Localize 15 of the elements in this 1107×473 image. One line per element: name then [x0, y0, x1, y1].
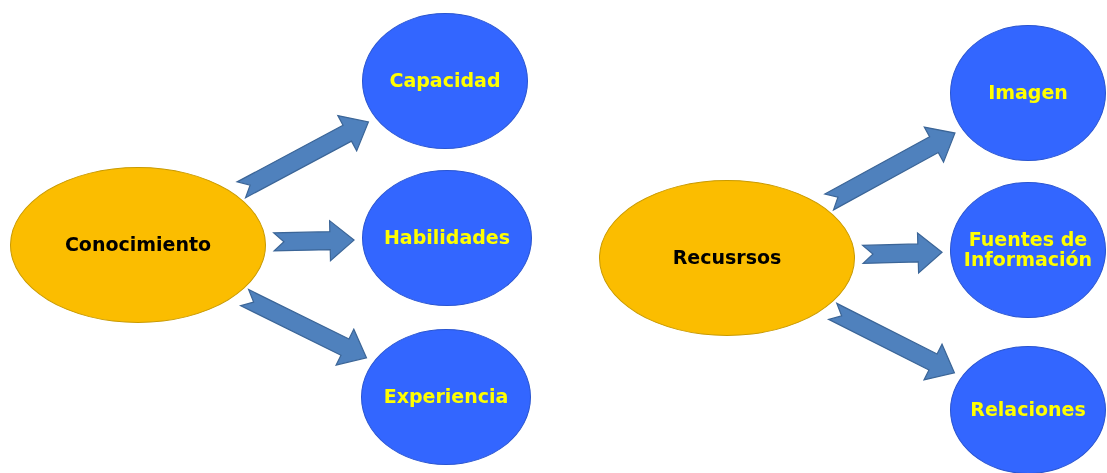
- block-arrow: [861, 231, 943, 275]
- block-arrow: [823, 126, 956, 212]
- node-label: Experiencia: [383, 387, 509, 407]
- node-label: Recusrsos: [672, 248, 782, 268]
- node-label: Conocimiento: [64, 235, 212, 255]
- topic-circle: [950, 346, 1106, 473]
- block-arrow: [239, 288, 368, 366]
- block-arrow: [826, 302, 956, 381]
- block-arrow: [272, 219, 355, 262]
- node-label: Fuentes de Información: [962, 230, 1094, 270]
- node-label: Relaciones: [970, 400, 1086, 420]
- node-label: Imagen: [988, 83, 1068, 103]
- node-label: Habilidades: [383, 228, 511, 248]
- block-arrow: [235, 114, 370, 199]
- node-label: Capacidad: [389, 71, 501, 91]
